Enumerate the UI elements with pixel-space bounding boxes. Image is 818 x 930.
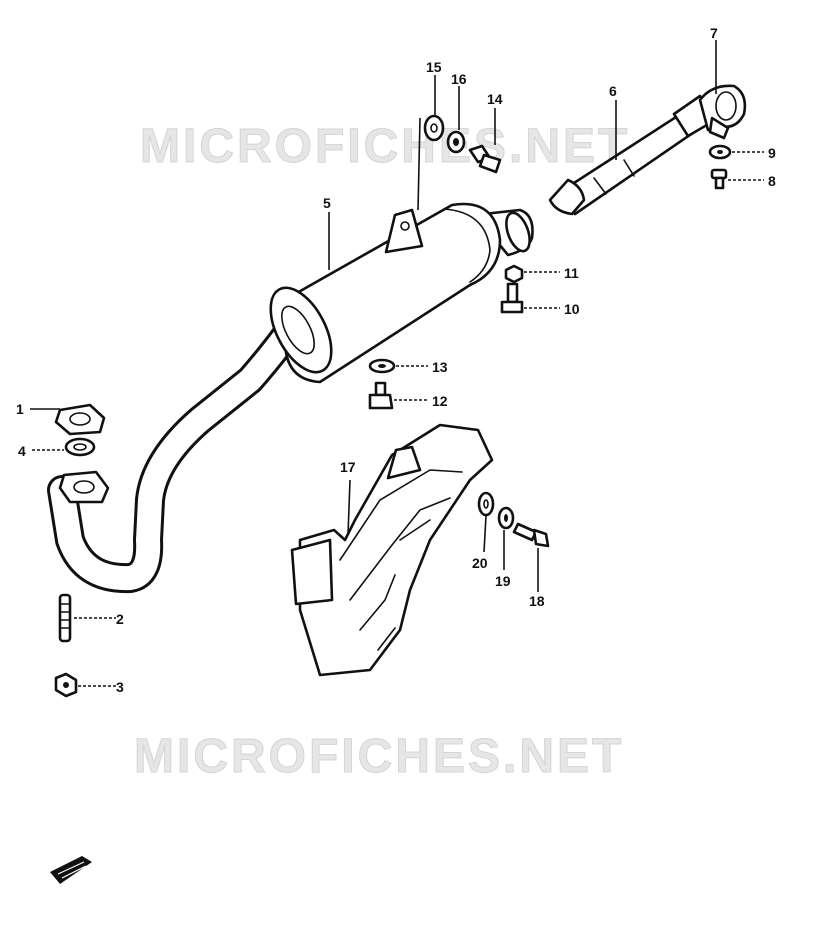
muffler bbox=[269, 202, 534, 384]
shield-washer bbox=[477, 491, 495, 517]
callout-14: 14 bbox=[487, 91, 503, 107]
clamp-bolt bbox=[710, 168, 728, 190]
muffler-mount-bolt bbox=[500, 282, 524, 314]
callout-6: 6 bbox=[609, 83, 617, 99]
callout-9: 9 bbox=[768, 145, 776, 161]
shield-bolt bbox=[512, 522, 550, 548]
callout-16: 16 bbox=[451, 71, 467, 87]
callout-18: 18 bbox=[529, 593, 545, 609]
callout-3: 3 bbox=[116, 679, 124, 695]
front-direction-arrow-icon bbox=[50, 856, 92, 884]
callout-13: 13 bbox=[432, 359, 448, 375]
muffler-bolt bbox=[368, 381, 394, 410]
callout-2: 2 bbox=[116, 611, 124, 627]
callout-20: 20 bbox=[472, 555, 488, 571]
callout-1: 1 bbox=[16, 401, 24, 417]
callout-17: 17 bbox=[340, 459, 356, 475]
callout-7: 7 bbox=[710, 25, 718, 41]
exhaust-pipe bbox=[47, 315, 305, 594]
callout-10: 10 bbox=[564, 301, 580, 317]
muffler-washer bbox=[368, 358, 396, 374]
hanger-washer bbox=[423, 114, 445, 142]
exhaust-pipe-flange bbox=[58, 470, 110, 504]
shield-spring-washer bbox=[497, 506, 515, 530]
hanger-bolt bbox=[468, 144, 502, 174]
clamp bbox=[698, 84, 747, 140]
callout-19: 19 bbox=[495, 573, 511, 589]
watermark-bottom: MICROFICHES.NET bbox=[134, 730, 624, 783]
callout-4: 4 bbox=[18, 443, 26, 459]
exhaust-gasket-ring bbox=[64, 437, 96, 457]
heat-shield bbox=[290, 423, 494, 677]
watermark-top: MICROFICHES.NET bbox=[140, 120, 630, 173]
stud-bolt bbox=[58, 593, 72, 643]
clamp-washer bbox=[708, 144, 732, 160]
exhaust-nut bbox=[54, 672, 78, 698]
callout-11: 11 bbox=[564, 265, 579, 281]
callout-12: 12 bbox=[432, 393, 448, 409]
callout-5: 5 bbox=[323, 195, 331, 211]
callout-15: 15 bbox=[426, 59, 442, 75]
hanger-spring-washer bbox=[446, 130, 466, 154]
muffler-mount-nut bbox=[504, 264, 524, 284]
callout-8: 8 bbox=[768, 173, 776, 189]
callout-labels: 1 2 3 4 5 6 7 8 9 10 11 12 13 14 15 16 1… bbox=[16, 25, 776, 695]
leader-lines bbox=[30, 40, 764, 687]
exhaust-flange-gasket bbox=[54, 403, 106, 436]
